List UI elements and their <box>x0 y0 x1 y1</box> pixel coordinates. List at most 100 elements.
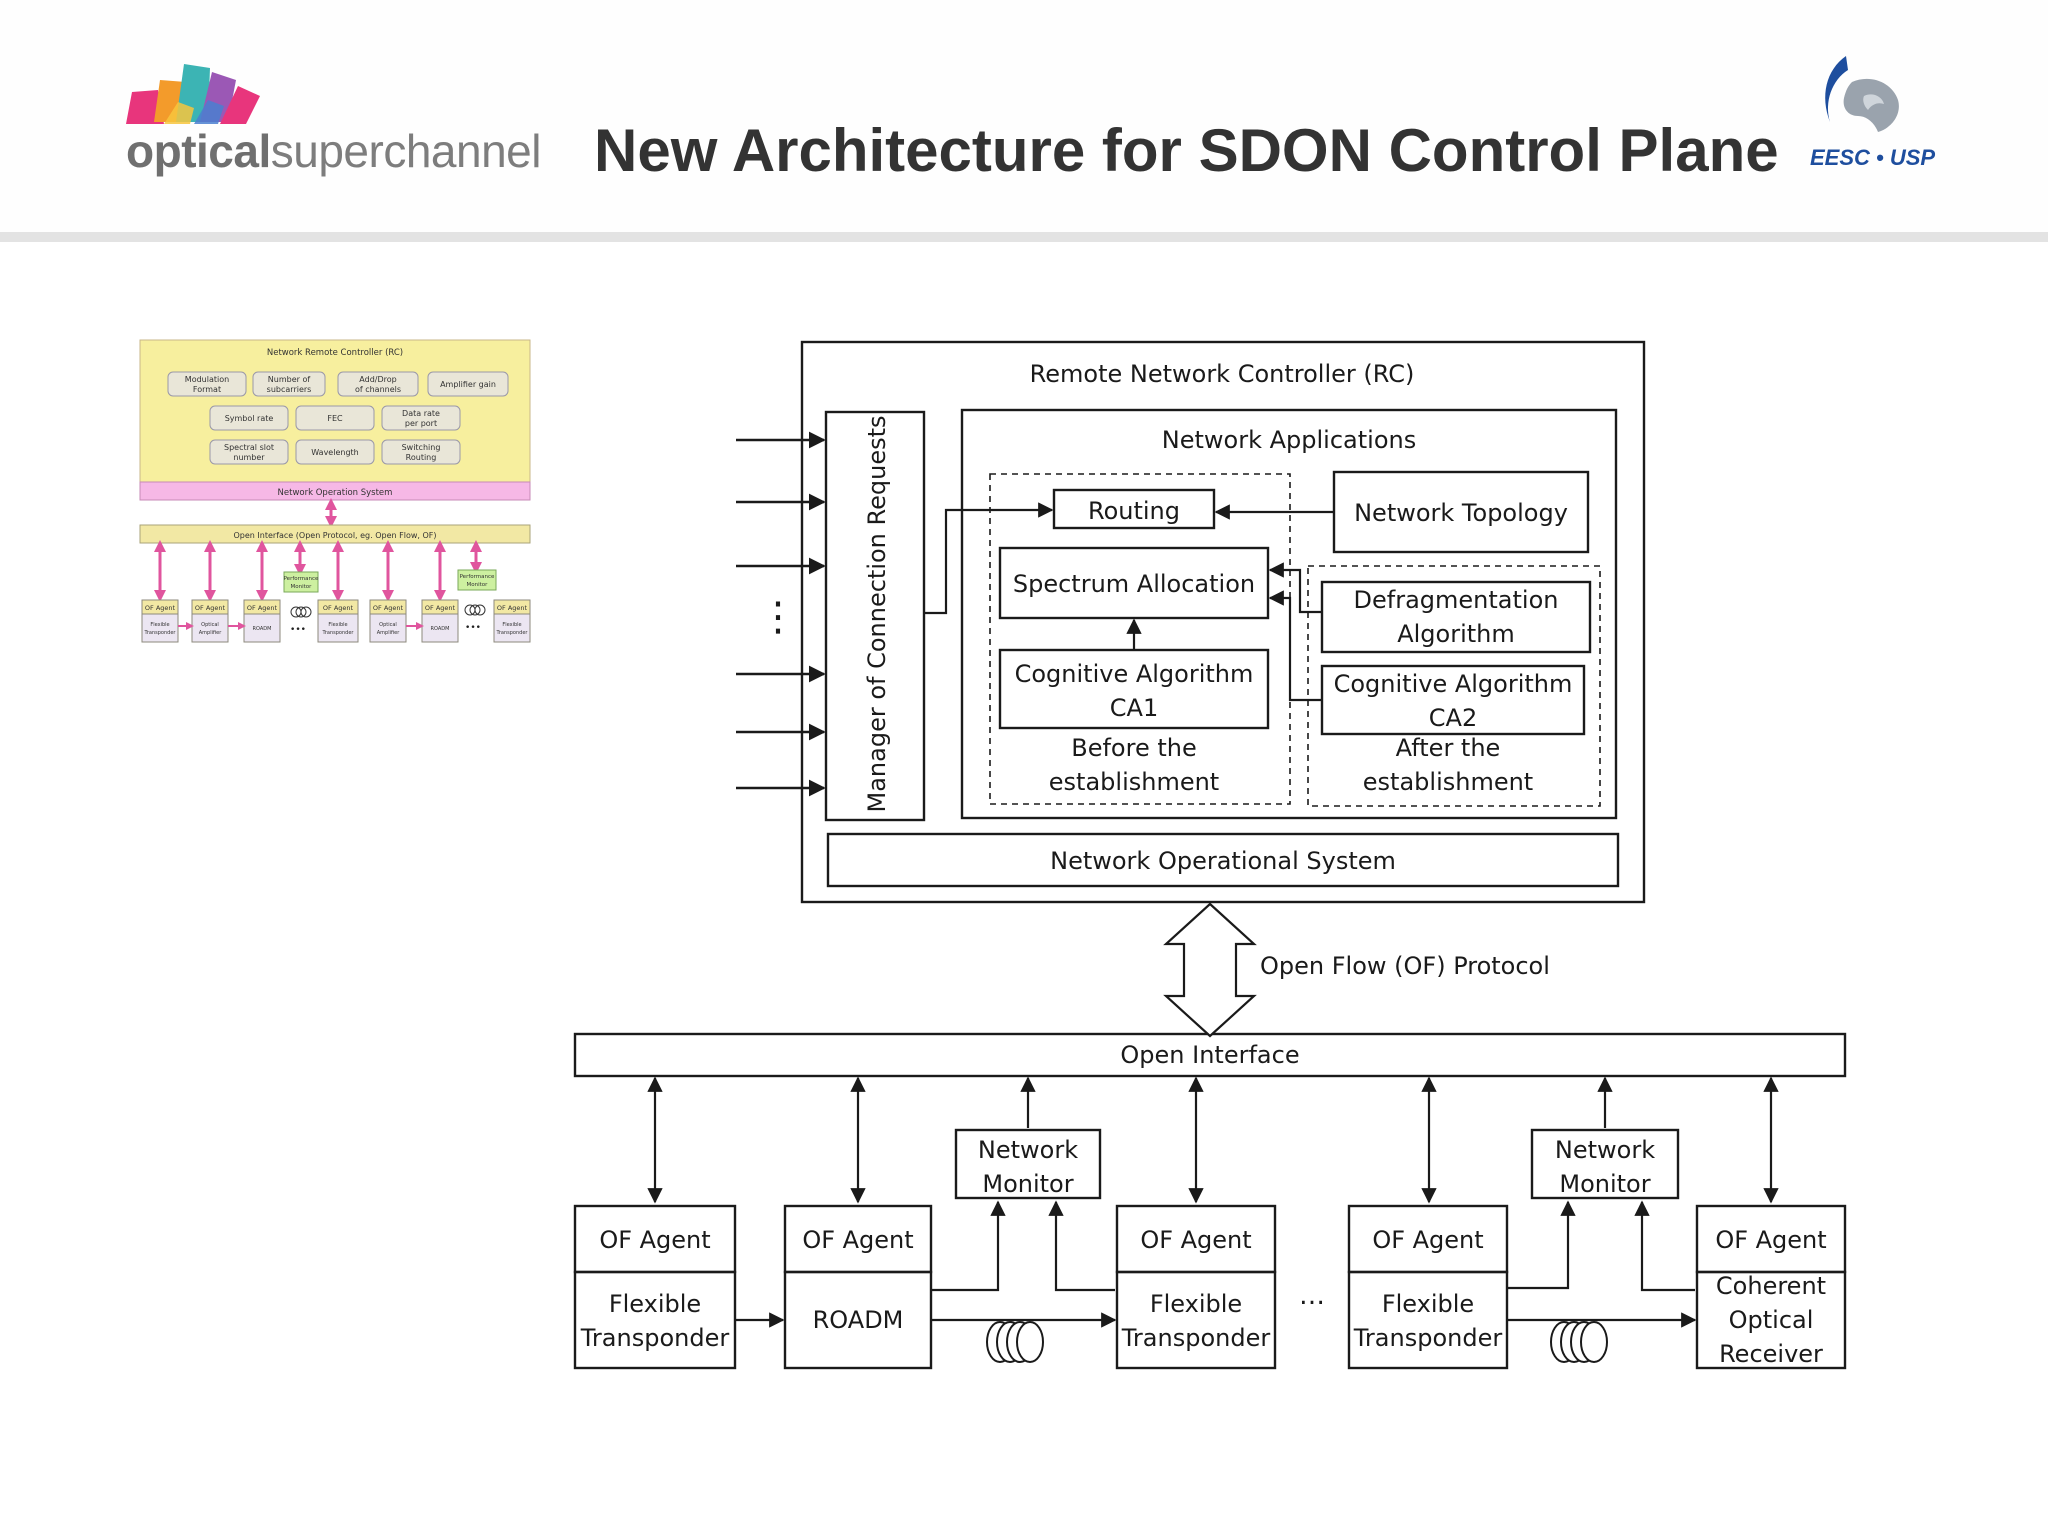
thumb-agent-label: OF Agent <box>425 604 456 612</box>
thumb-ellipsis: ••• <box>290 625 306 635</box>
thumb-param-box <box>427 371 509 397</box>
thumb-interface-label: Open Interface (Open Protocol, eg. Open … <box>234 531 437 540</box>
thumb-device-box <box>421 613 459 643</box>
thumb-param-label: Amplifier gain <box>440 380 496 389</box>
thumb-monitor: Performance Monitor Performance Monitor <box>283 569 497 593</box>
logo-swoosh <box>1825 56 1848 122</box>
rc-title: Remote Network Controller (RC) <box>1030 360 1415 388</box>
agent-label: OF Agent <box>802 1226 913 1254</box>
monitor-tap <box>1507 1200 1576 1290</box>
thumb-device-box <box>493 613 531 643</box>
thumb-fiber-coil-icon <box>300 606 312 618</box>
app-connectors <box>924 502 1334 702</box>
protocol-label: Open Flow (OF) Protocol <box>1260 952 1550 980</box>
coil-loop <box>1016 1321 1044 1363</box>
slide-header <box>0 0 2048 232</box>
logo-face <box>1863 94 1884 110</box>
thumb-agent-label: OF Agent <box>247 604 278 612</box>
monitor-tap <box>1634 1200 1695 1292</box>
thumb-param-row: Spectral slot number Wavelength Switchin… <box>209 439 461 465</box>
thumb-monitor-label: Performance <box>460 574 495 580</box>
device-label: Optical <box>1729 1306 1814 1334</box>
coil-loop <box>1580 1321 1608 1363</box>
thumb-monitor-label: Monitor <box>467 582 489 588</box>
ca2-label: CA2 <box>1429 704 1477 732</box>
agent-label: OF Agent <box>1372 1226 1483 1254</box>
thumb-param-label: Modulation <box>185 375 229 384</box>
thumb-device-label: Flexible <box>150 622 169 628</box>
thumb-agent-label: OF Agent <box>497 604 528 612</box>
thumb-param-label: Wavelength <box>311 448 358 457</box>
manager-box <box>824 410 926 822</box>
after-establishment-group <box>1307 565 1601 807</box>
thumb-fiber-coil-icon <box>474 604 486 616</box>
ca2-to-spectrum <box>1268 590 1322 702</box>
header-divider <box>0 232 2048 242</box>
thumb-agent-label: OF Agent <box>323 604 354 612</box>
thumb-devices: OF Agent Flexible Transponder OF Agent O… <box>141 599 531 643</box>
thumb-param-box <box>209 439 289 465</box>
fiber-links <box>735 1200 1697 1328</box>
brand-word-light: superchannel <box>270 125 542 177</box>
sdon-architecture-diagram: ⋮ <box>573 340 1847 1370</box>
routing-box <box>1052 488 1216 530</box>
thumb-device-label: Transponder <box>144 630 177 636</box>
agent-label: OF Agent <box>599 1226 710 1254</box>
agent-label: OF Agent <box>1715 1226 1826 1254</box>
thumb-monitor-box <box>283 571 319 593</box>
thumb-param-label: of channels <box>355 385 401 394</box>
thumb-param-label: number <box>233 453 265 462</box>
thumb-param-label: Add/Drop <box>359 375 396 384</box>
interface-links <box>647 1076 1779 1204</box>
thumb-monitor-box <box>457 569 497 591</box>
device-box <box>573 1270 737 1370</box>
thumb-param-box <box>295 405 375 431</box>
ca1-label: Cognitive Algorithm <box>1015 660 1254 688</box>
eesc-usp-logo-icon <box>1825 56 1899 132</box>
thumb-param-row: Modulation Format Number of subcarriers … <box>167 371 509 397</box>
fiber-coil-icon <box>986 1321 1044 1363</box>
request-vertical-ellipsis: ⋮ <box>758 594 798 640</box>
thumb-device-label: Optical <box>201 622 219 628</box>
device-label: Coherent <box>1716 1272 1826 1300</box>
monitor-label: Monitor <box>1559 1170 1650 1198</box>
thumb-param-label: Number of <box>268 375 311 384</box>
openflow-double-arrow-icon <box>1163 902 1257 1038</box>
thumb-param-box <box>337 371 419 397</box>
thumb-nos-label: Network Operation System <box>278 488 393 498</box>
thumb-param-label: Switching <box>402 443 441 452</box>
thumb-device-label: ROADM <box>431 626 450 632</box>
thumb-param-box <box>381 405 461 431</box>
monitor-tap <box>1048 1200 1115 1292</box>
device-label: Flexible <box>1150 1290 1242 1318</box>
thumb-agent-label: OF Agent <box>195 604 226 612</box>
thumb-param-label: subcarriers <box>267 385 312 394</box>
logo-petal <box>220 86 260 124</box>
thumb-device-label: Amplifier <box>377 630 400 636</box>
interface-label: Open Interface <box>1120 1041 1299 1069</box>
thumb-device-label: Transponder <box>322 630 355 636</box>
thumb-device-box <box>369 613 407 643</box>
monitor-label: Network <box>978 1136 1078 1164</box>
thumb-ellipsis: ••• <box>465 623 481 633</box>
network-applications-box <box>960 408 1618 820</box>
monitor-label: Network <box>1555 1136 1655 1164</box>
defrag-to-spectrum <box>1268 562 1322 614</box>
thumb-param-label: Symbol rate <box>225 414 274 423</box>
defrag-label: Defragmentation <box>1354 586 1559 614</box>
after-label: establishment <box>1363 768 1533 796</box>
device-label: Transponder <box>1121 1324 1271 1352</box>
after-label: After the <box>1396 734 1501 762</box>
defragmentation-box <box>1320 580 1592 654</box>
thumb-param-label: per port <box>405 419 437 428</box>
thumb-device-box <box>317 613 359 643</box>
thumb-param-box <box>209 405 289 431</box>
ca1-label: CA1 <box>1110 694 1158 722</box>
monitor-box <box>1530 1128 1680 1200</box>
defrag-label: Algorithm <box>1397 620 1515 648</box>
thumb-param-box <box>167 371 247 397</box>
logo-petal <box>194 100 224 124</box>
device-label: Transponder <box>1353 1324 1503 1352</box>
spectrum-label: Spectrum Allocation <box>1013 570 1255 598</box>
slide-title: New Architecture for SDON Control Plane <box>594 117 1779 184</box>
